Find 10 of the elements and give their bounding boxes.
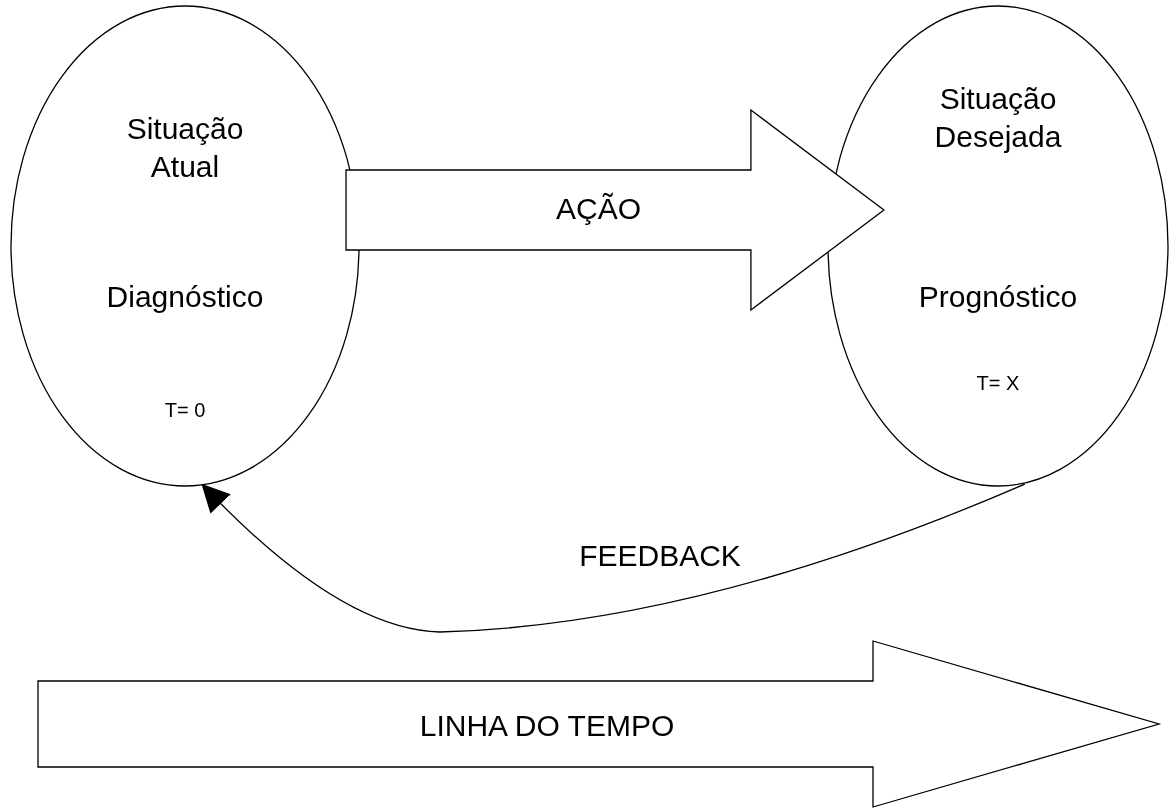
curved-arrow (201, 483, 1026, 633)
edge-label: AÇÃO (554, 192, 642, 226)
block-arrow (345, 108, 885, 312)
node-text: Prognóstico (917, 279, 1079, 315)
node-heading: Situação Atual (125, 111, 245, 185)
node-text: Diagnóstico (105, 279, 265, 315)
timeline-label: LINHA DO TEMPO (418, 708, 676, 744)
time-label: T= 0 (163, 398, 207, 423)
time-label: T= X (975, 371, 1021, 396)
node-heading: Situação Desejada (933, 81, 1063, 155)
